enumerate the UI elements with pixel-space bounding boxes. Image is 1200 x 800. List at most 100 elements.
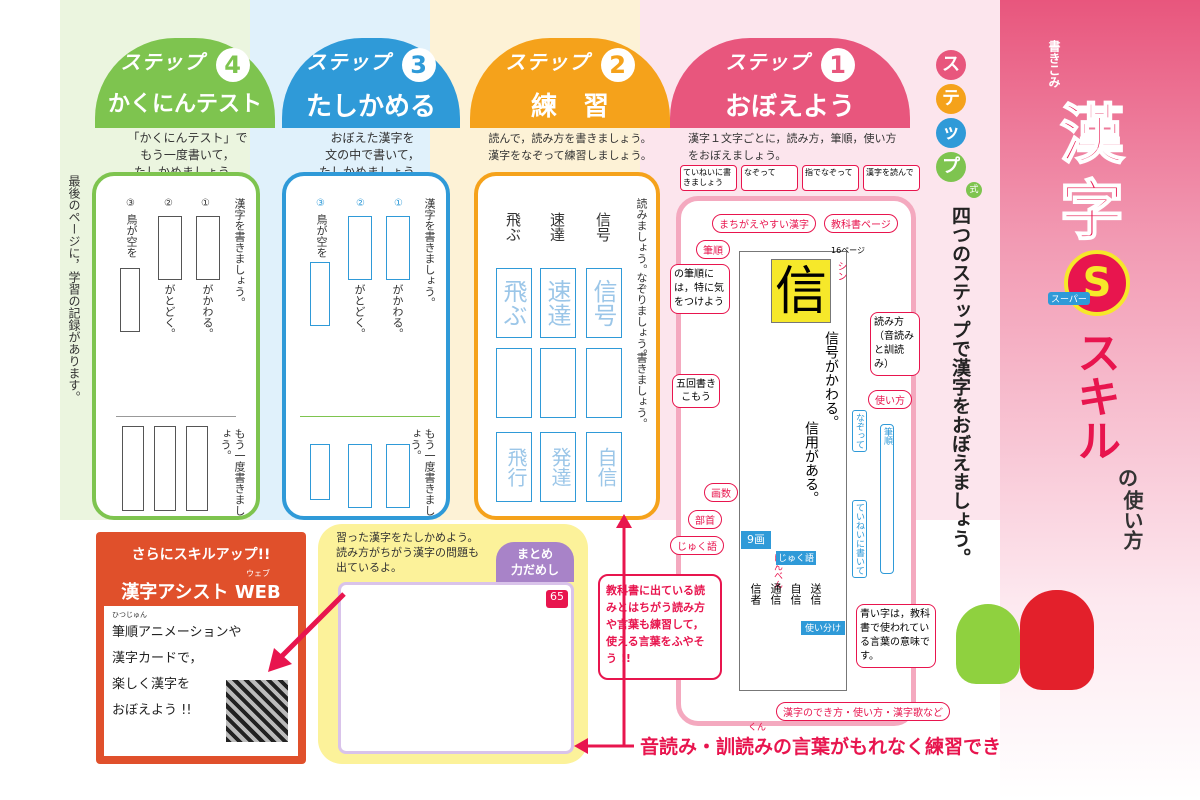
s1-tsukaiwake: 使い分け (801, 621, 845, 635)
qr-code[interactable] (226, 680, 288, 742)
step-1-number: 1 (820, 47, 855, 82)
ws2-k2: 速達 (548, 212, 566, 242)
skillup-arrow-icon (268, 592, 346, 672)
jukugo-word-2: 自信 (789, 583, 802, 605)
ws3-again: もう一度書きましょう。 (409, 428, 436, 516)
ws3-divider (300, 416, 440, 417)
skillup-line-1: 筆順アニメーションや (112, 625, 242, 640)
step-2-desc: 読んで，読み方を書きましょう。 漢字をなぞって練習しましょう。 (470, 130, 670, 164)
skillup-line-3: 楽しく漢字を (112, 677, 191, 692)
step-3-header: ステップ 3 たしかめる (282, 38, 460, 128)
title-subtitle: 四つのステップで漢字をおぼえましょう。 (949, 206, 971, 567)
ws3-box-6 (310, 444, 330, 500)
shiki-badge-2: テ (936, 84, 966, 114)
ws4-box-3 (120, 268, 140, 332)
step-4-desc-1: 「かくにんテスト」で (127, 131, 248, 145)
ws4-num-2: ② (164, 198, 173, 209)
skillup-line-4: おぼえよう !! (112, 703, 192, 718)
super-label: スーパー (1048, 292, 1090, 305)
horizontal-arrow-icon (574, 738, 634, 754)
ws3-num-2: ② (356, 198, 365, 209)
step-4-title: かくにんテスト (107, 91, 262, 117)
ws2-write-1 (586, 348, 622, 418)
title-no: の (1118, 466, 1138, 490)
ws3-num-1: ① (394, 198, 403, 209)
ws2-bottom-3: 飛行 (496, 432, 532, 502)
callout-hitsujun-note: の筆順には，特に気をつけよう (670, 264, 730, 314)
side-note: 最後のページに，学習の記録があります。 (67, 175, 81, 403)
title-kan: 漢 (1059, 98, 1125, 174)
shiki-badge-3: ッ (936, 118, 966, 148)
ws3-box-4 (386, 444, 410, 508)
step-3-desc-2: 文の中で書いて， (325, 148, 420, 162)
teineini-label: ていねいに書いて (852, 500, 867, 578)
ws2-trace-label: なぞりましょう。 (635, 272, 648, 360)
ws2-trace-2: 速達 (540, 268, 576, 338)
matome-title-1: まとめ (516, 547, 553, 561)
ws4-num-3: ③ (126, 198, 135, 209)
s1-jukugo: じゅく語 (776, 551, 816, 565)
callout-jukugo: じゅく語 (670, 536, 724, 555)
step-3-worksheet: 漢字を書きましょう。 ① ② ③ がかわる。 がとどく。 鳥が空を もう一度書き… (282, 172, 450, 520)
ws3-box-3 (310, 262, 330, 326)
step-4-header: ステップ 4 かくにんテスト (95, 38, 275, 128)
ws3-num-3: ③ (316, 198, 325, 209)
matome-desc: 習った漢字をたしかめよう。 読み方がちがう漢字の問題も 出ているよ。 (336, 530, 496, 575)
ws3-box-1 (386, 216, 410, 280)
step-2-worksheet: 読みましょう。 信号 速達 飛ぶ なぞりましょう。 信号 速達 飛ぶ 書きましょ… (474, 172, 660, 520)
step-3-desc-1: おぼえた漢字を (330, 131, 415, 145)
mascot-red (1020, 590, 1094, 690)
ws2-bottom-1: 自信 (586, 432, 622, 502)
ws3-instruction: 漢字を書きましょう。 (423, 198, 436, 308)
matome-title-2: 力だめし (510, 563, 559, 577)
shiki-badge-4: プ (936, 152, 966, 182)
ws3-text-2: がとどく。 (353, 284, 366, 339)
s1-bushu: にんべん (772, 553, 782, 589)
ws3-text-3: 鳥が空を (315, 214, 328, 258)
skillup-heading: さらにスキルアップ!! (131, 547, 271, 563)
step-2-number: 2 (600, 47, 635, 82)
s1-ex-1: 信号がかわる。 (823, 331, 839, 429)
ws4-divider (116, 416, 236, 417)
ws2-write-3 (496, 348, 532, 418)
bottom-ruby: くん (748, 723, 767, 733)
callout-aoji: 青い字は，教科書で使われている言葉の意味です。 (856, 604, 936, 668)
skillup-line-2: 漢字カードで， (112, 651, 203, 666)
ws4-text-2: がとどく。 (163, 284, 176, 339)
matome-badge: まとめ 力だめし (496, 542, 574, 582)
ws2-write-label: 書きましょう。 (635, 352, 648, 429)
step-1-desc-1: 漢字１文字ごとに，読み方，筆順，使い方 (688, 132, 897, 145)
skillup-web-title: 漢字アシスト WEB (121, 582, 281, 603)
step-2-label: ステップ (505, 50, 590, 74)
step-1-desc-2: をおぼえましょう。 (688, 149, 787, 162)
matome-desc-2: 読み方がちがう漢字の問題も (336, 546, 479, 559)
ws2-trace-3: 飛ぶ (496, 268, 532, 338)
hitsujun-bar-label: 筆順 (882, 427, 892, 445)
ws2-k1: 信号 (594, 212, 612, 242)
ws4-box-6 (122, 426, 144, 511)
ws2-trace-1: 信号 (586, 268, 622, 338)
ws4-box-4 (186, 426, 208, 511)
s1-jukugo-words: 送信 自信 通信 信者 (747, 583, 823, 605)
callout-machigae: まちがえやすい漢字 (712, 214, 816, 233)
shiki-badge-1: ス (936, 50, 966, 80)
title-ji: 字 (1059, 174, 1125, 250)
ws4-num-1: ① (201, 198, 210, 209)
title-tsukaikata: 使い方 (1120, 490, 1144, 550)
step-4-desc-2: もう一度書いて， (140, 148, 235, 162)
callout-hitsujun: 筆順 (696, 240, 730, 259)
matome-sheet (338, 582, 574, 754)
callout-textbook-page: 教科書ページ (824, 214, 898, 233)
tool-yonde: 漢字を読んで (863, 165, 920, 191)
skillup-lines: 筆順アニメーションや 漢字カードで， 楽しく漢字を おぼえよう !! (112, 620, 292, 724)
matome-page-no: 65 (546, 590, 568, 608)
ws4-again: もう一度書きましょう。 (219, 428, 246, 516)
matome-desc-3: 出ているよ。 (336, 561, 402, 574)
step-4-number: 4 (215, 47, 250, 82)
callout-kakusuu: 画数 (704, 483, 738, 502)
ws3-text-1: がかわる。 (391, 284, 404, 339)
step-1-desc: 漢字１文字ごとに，読み方，筆順，使い方 をおぼえましょう。 (680, 130, 910, 164)
title-kakikomi: 書きこみ (1047, 40, 1061, 88)
step-1-header: ステップ 1 おぼえよう (670, 38, 910, 128)
skillup-web-ruby: ウェブ (246, 569, 270, 578)
